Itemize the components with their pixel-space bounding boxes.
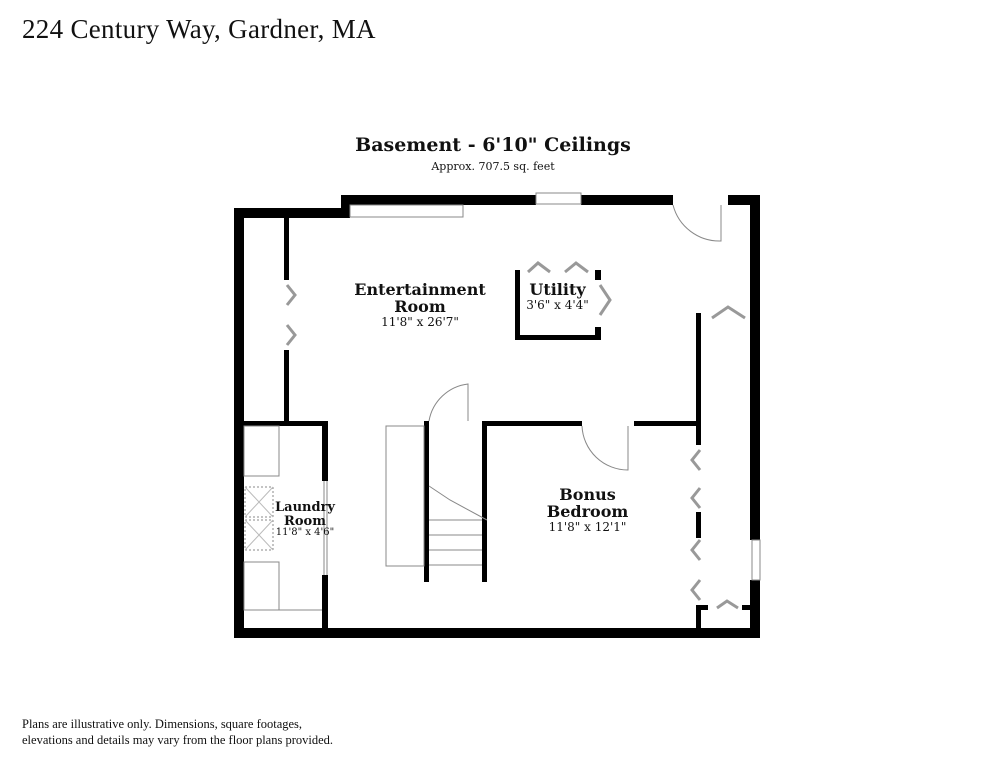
room-label-utility: Utility 3'6" x 4'4" (515, 280, 600, 312)
room-dimensions: 11'8" x 12'1" (548, 519, 627, 534)
disclaimer: Plans are illustrative only. Dimensions,… (22, 716, 422, 748)
walls (234, 195, 760, 638)
room-name: Bonus (559, 485, 616, 504)
room-label-bonus-bedroom: Bonus Bedroom 11'8" x 12'1" (520, 485, 655, 534)
room-label-entertainment: Entertainment Room 11'8" x 26'7" (340, 280, 500, 329)
room-dimensions: 11'8" x 4'6" (275, 527, 335, 539)
room-name: Entertainment (354, 280, 486, 299)
floor-area: Approx. 707.5 sq. feet (431, 160, 555, 173)
room-name: Bedroom (546, 501, 629, 521)
room-dimensions: 3'6" x 4'4" (526, 297, 589, 312)
fixtures (243, 192, 761, 611)
room-label-laundry: Laundry Room 11'8" x 4'6" (260, 501, 350, 539)
room-dimensions: 11'8" x 26'7" (381, 314, 459, 329)
room-name: Room (394, 296, 446, 316)
floor-title: Basement - 6'10" Ceilings (355, 134, 631, 156)
room-name: Room (284, 513, 326, 529)
property-address-title: 224 Century Way, Gardner, MA (22, 14, 376, 44)
room-name: Laundry (275, 500, 335, 515)
disclaimer-line: elevations and details may vary from the… (22, 733, 334, 747)
room-name: Utility (529, 280, 586, 299)
disclaimer-line: Plans are illustrative only. Dimensions,… (22, 717, 303, 731)
